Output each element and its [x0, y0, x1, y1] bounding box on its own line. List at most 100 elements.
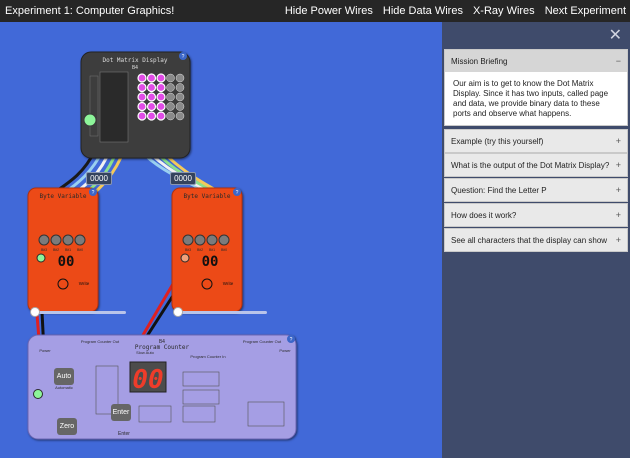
svg-text:Enter: Enter: [118, 431, 130, 437]
next-experiment-link[interactable]: Next Experiment: [544, 5, 626, 17]
expand-icon[interactable]: +: [615, 136, 621, 146]
accordion-header[interactable]: See all characters that the display can …: [451, 235, 621, 245]
accordion-header[interactable]: What is the output of the Dot Matrix Dis…: [451, 160, 621, 170]
dot-matrix-board[interactable]: Dot Matrix Display B4 ?: [80, 51, 191, 159]
right-bit1-button[interactable]: [206, 234, 218, 246]
dot-matrix-help-icon[interactable]: [179, 52, 187, 60]
left-bit2-button[interactable]: [50, 234, 62, 246]
right-slider-knob[interactable]: [173, 307, 183, 317]
svg-text:Program Counter Out: Program Counter Out: [243, 339, 282, 344]
led-dot: [175, 73, 185, 83]
led-dot: [146, 82, 157, 93]
right-power-led: [180, 253, 190, 263]
left-bit1-button[interactable]: [62, 234, 74, 246]
left-bit0-button[interactable]: [74, 234, 86, 246]
right-bit0-button[interactable]: [218, 234, 230, 246]
zero-button[interactable]: Zero: [57, 418, 77, 435]
program-counter-board[interactable]: B4 Program Counter Program Counter Out P…: [27, 334, 297, 440]
xray-wires-link[interactable]: X-Ray Wires: [472, 5, 535, 17]
svg-text:Write: Write: [223, 281, 234, 286]
circuit-canvas: Dot Matrix Display B4 ? Byte Variable Bi…: [0, 22, 442, 458]
led-dot: [175, 83, 185, 92]
left-board-help-icon[interactable]: [89, 188, 97, 196]
collapse-icon[interactable]: −: [615, 56, 621, 66]
led-dot: [156, 82, 166, 93]
accordion-header[interactable]: How does it work? +: [451, 210, 621, 220]
byte-variable-board-right[interactable]: Byte Variable Bit3 Bit2 Bit1 Bit0 00 Wri…: [171, 187, 243, 313]
wire-tag-right: 0000: [170, 172, 196, 185]
svg-text:Bit3: Bit3: [185, 248, 191, 252]
svg-text:Automatic: Automatic: [55, 385, 73, 390]
expand-icon[interactable]: +: [615, 160, 621, 170]
led-dot: [137, 82, 147, 93]
accordion-mission-briefing[interactable]: Mission Briefing − Our aim is to get to …: [444, 49, 628, 126]
dot-matrix-chip: [99, 71, 129, 143]
svg-text:Bit2: Bit2: [197, 248, 203, 252]
experiment-title: Experiment 1: Computer Graphics!: [5, 5, 175, 17]
expand-icon[interactable]: +: [615, 235, 621, 245]
led-dot: [166, 102, 175, 111]
accordion-how-it-works[interactable]: How does it work? +: [444, 203, 628, 227]
led-dot: [166, 73, 175, 83]
led-dot: [166, 92, 175, 102]
right-write-button[interactable]: [201, 278, 213, 290]
led-dot: [166, 83, 175, 92]
svg-text:?: ?: [290, 337, 293, 343]
svg-text:?: ?: [92, 190, 95, 196]
right-bit3-button[interactable]: [182, 234, 194, 246]
wire-tag-left: 0000: [86, 172, 112, 185]
enter-button[interactable]: Enter: [111, 404, 131, 421]
left-write-button[interactable]: [57, 278, 69, 290]
led-dot: [175, 102, 185, 111]
dot-matrix-power-led: [83, 113, 97, 127]
mission-briefing-text: Our aim is to get to know the Dot Matrix…: [445, 72, 627, 125]
hide-power-wires-link[interactable]: Hide Power Wires: [284, 5, 373, 17]
svg-text:Bit1: Bit1: [65, 248, 71, 252]
right-bit2-button[interactable]: [194, 234, 206, 246]
led-dot: [175, 92, 185, 102]
top-nav: Hide Power Wires Hide Data Wires X-Ray W…: [285, 5, 630, 17]
svg-text:B4: B4: [159, 339, 165, 345]
svg-text:Bit0: Bit0: [77, 248, 83, 252]
expand-icon[interactable]: +: [615, 185, 621, 195]
led-dot: [156, 111, 166, 121]
led-dot: [156, 73, 166, 83]
close-icon[interactable]: ✕: [608, 27, 622, 44]
left-slider-track[interactable]: [34, 311, 126, 314]
svg-text:Power: Power: [279, 348, 291, 353]
accordion-find-letter-p[interactable]: Question: Find the Letter P +: [444, 178, 628, 202]
svg-text:Slow Auto: Slow Auto: [136, 350, 155, 355]
accordion-header[interactable]: Question: Find the Letter P +: [451, 185, 621, 195]
led-dot: [146, 111, 157, 121]
auto-button[interactable]: Auto: [54, 368, 74, 385]
svg-text:Power: Power: [39, 348, 51, 353]
pc-seven-seg-housing: [129, 361, 167, 393]
led-dot: [146, 92, 157, 102]
left-bit3-button[interactable]: [38, 234, 50, 246]
svg-text:?: ?: [236, 190, 239, 196]
circuit-svg: Dot Matrix Display B4 ? Byte Variable Bi…: [27, 51, 297, 440]
accordion-all-characters[interactable]: See all characters that the display can …: [444, 228, 628, 252]
left-board-bit-buttons: [38, 234, 86, 246]
svg-text:Bit1: Bit1: [209, 248, 215, 252]
right-board-display: 00: [202, 254, 219, 270]
pc-seven-seg-display: 00: [132, 365, 163, 395]
right-slider-track[interactable]: [177, 311, 267, 314]
program-counter-title: Program Counter: [135, 344, 190, 351]
expand-icon[interactable]: +: [615, 210, 621, 220]
pc-help-icon[interactable]: [287, 335, 295, 343]
left-board-title: Byte Variable: [40, 193, 87, 200]
accordion-output-question[interactable]: What is the output of the Dot Matrix Dis…: [444, 153, 628, 177]
accordion-header[interactable]: Mission Briefing −: [445, 50, 627, 72]
hide-data-wires-link[interactable]: Hide Data Wires: [382, 5, 463, 17]
left-slider-knob[interactable]: [30, 307, 40, 317]
led-dot: [175, 111, 185, 121]
svg-text:Bit3: Bit3: [41, 248, 47, 252]
led-dot: [146, 73, 157, 83]
pc-power-led: [33, 389, 43, 399]
accordion-header[interactable]: Example (try this yourself) +: [451, 136, 621, 146]
left-power-led: [36, 253, 46, 263]
accordion-example[interactable]: Example (try this yourself) +: [444, 129, 628, 153]
right-board-help-icon[interactable]: [233, 188, 241, 196]
byte-variable-board-left[interactable]: Byte Variable Bit3 Bit2 Bit1 Bit0 00 Wri…: [27, 187, 99, 313]
